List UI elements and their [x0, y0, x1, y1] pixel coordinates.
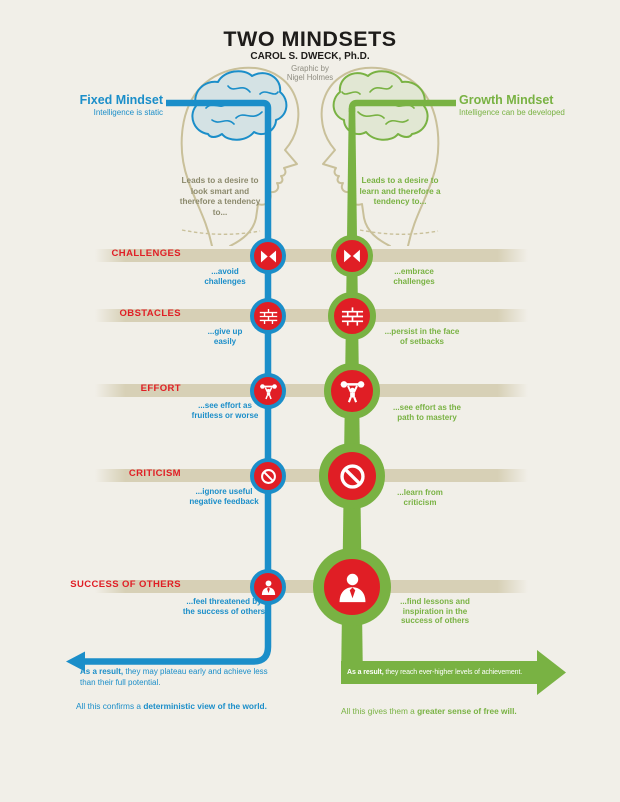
fixed-caption: ...see effort as fruitless or worse [191, 401, 259, 420]
row-band [95, 309, 528, 322]
growth-mindset-title: Growth Mindset [459, 93, 554, 107]
no-entry-icon [260, 468, 276, 484]
weightlifter-icon [339, 379, 365, 403]
category-label: OBSTACLES [119, 308, 181, 319]
fixed-mindset-subtitle: Intelligence is static [93, 108, 163, 117]
fixed-caption: ...avoid challenges [204, 267, 246, 286]
page-title: TWO MINDSETS [223, 27, 397, 51]
fixed-obstacles-node [250, 298, 286, 334]
fixed-desire-text: Leads to a desire to look smart and ther… [179, 176, 261, 217]
fixed-arrowhead [66, 651, 85, 672]
fixed-conclusion-text: All this confirms a [76, 701, 144, 711]
growth-effort-node [324, 363, 380, 419]
growth-conclusion-bold: greater sense of free will. [417, 706, 517, 716]
growth-desire-text: Leads to a desire to learn and therefore… [359, 176, 441, 206]
author-byline: CAROL S. DWECK, Ph.D. [250, 51, 370, 62]
brick-wall-icon [258, 307, 278, 325]
credit-line-2: Nigel Holmes [286, 73, 334, 82]
category-label: SUCCESS OF OTHERS [70, 579, 181, 590]
growth-caption: ...learn from criticism [397, 488, 443, 507]
growth-result-lead: As a result, [347, 669, 384, 676]
no-entry-icon [339, 463, 365, 489]
row-band [95, 384, 528, 397]
growth-result-body: they reach ever-higher levels of achieve… [383, 669, 523, 676]
fixed-caption: ...ignore useful negative feedback [189, 487, 259, 506]
growth-mindset-subtitle: Intelligence can be developed [459, 108, 565, 117]
colliding-arrows-icon [344, 249, 360, 263]
person-icon [261, 579, 275, 595]
fixed-caption: ...give up easily [207, 327, 243, 346]
fixed-result-body: they may plateau early and achieve less … [80, 667, 268, 687]
fixed-success-node [250, 569, 286, 605]
category-label: CHALLENGES [111, 248, 181, 259]
growth-result-arrow [341, 650, 566, 695]
growth-criticism-node [319, 443, 385, 509]
growth-caption: ...see effort as the path to mastery [392, 403, 462, 422]
growth-caption: ...find lessons and inspiration in the s… [400, 597, 470, 625]
category-label: EFFORT [140, 383, 181, 394]
fixed-result-lead: As a result, [80, 667, 124, 676]
person-icon [339, 573, 365, 602]
growth-conclusion: All this gives them a greater sense of f… [341, 706, 517, 716]
growth-obstacles-node [328, 292, 376, 340]
fixed-mindset-title: Fixed Mindset [79, 93, 163, 107]
growth-path-line [348, 99, 456, 112]
fixed-dotted-separator [181, 229, 261, 235]
fixed-criticism-node [250, 458, 286, 494]
fixed-caption: ...feel threatened by the success of oth… [182, 597, 266, 616]
fixed-challenges-node [250, 238, 286, 274]
fixed-result-text: As a result, they may plateau early and … [80, 667, 270, 688]
growth-dotted-separator [359, 229, 439, 235]
row-band [95, 249, 528, 262]
growth-mindset-label-group: Growth Mindset Intelligence can be devel… [459, 93, 594, 117]
growth-caption: ...embrace challenges [393, 267, 435, 286]
growth-challenges-node [331, 235, 373, 277]
brick-wall-icon [340, 306, 364, 326]
growth-success-node [313, 548, 391, 626]
row-band [95, 469, 528, 482]
graphic-credit: Graphic by Nigel Holmes [0, 64, 620, 82]
weightlifter-icon [258, 382, 278, 400]
credit-line-1: Graphic by [291, 64, 329, 73]
growth-result-text: As a result, they reach ever-higher leve… [347, 661, 547, 684]
fixed-conclusion-bold: deterministic view of the world. [143, 701, 267, 711]
fixed-effort-node [250, 373, 286, 409]
growth-caption: ...persist in the face of setbacks [384, 327, 460, 346]
category-label: CRITICISM [128, 468, 181, 479]
fixed-mindset-label-group: Fixed Mindset Intelligence is static [40, 93, 163, 117]
colliding-arrows-icon [260, 250, 276, 262]
fixed-conclusion: All this confirms a deterministic view o… [76, 701, 267, 711]
growth-conclusion-text: All this gives them a [341, 706, 418, 716]
row-band [95, 580, 528, 593]
